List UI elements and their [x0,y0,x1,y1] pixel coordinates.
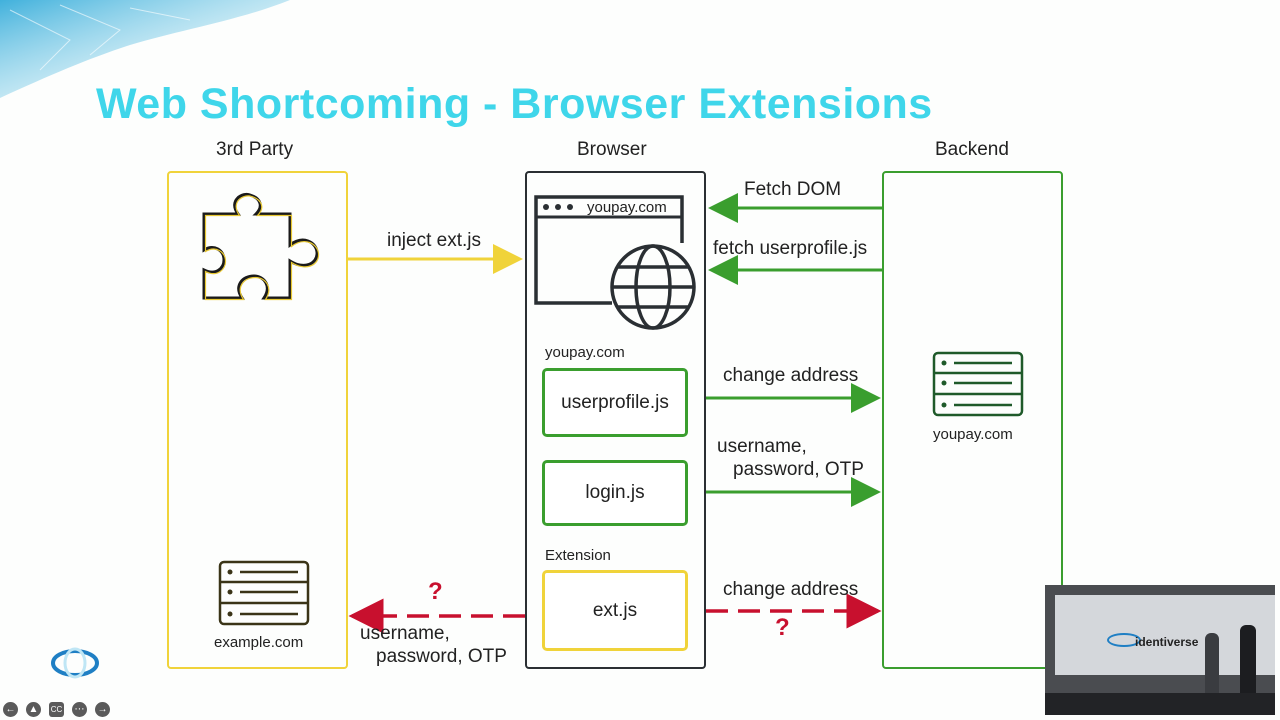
more-options-icon[interactable]: ⋯ [72,702,87,717]
audience-row [1045,693,1275,715]
browser-window-icon [534,195,696,330]
previous-icon[interactable]: ← [3,702,18,717]
conference-logo-icon [51,647,99,679]
change-address-label: change address [723,365,859,386]
pointer-icon[interactable]: ▲ [26,702,41,717]
browser-window-url: youpay.com [587,199,667,216]
server-icon [932,351,1024,417]
column-header-third-party: 3rd Party [216,139,294,160]
site-section-label: youpay.com [545,344,625,361]
unknown-mark: ? [775,614,790,641]
speaker-figure [1205,633,1219,693]
video-banner-logo [1107,633,1141,647]
credentials-label-line2: password, OTP [733,459,864,480]
third-party-server-label: example.com [214,634,304,651]
speaker-figure [1240,625,1256,695]
ext-change-address-label: change address [723,579,859,600]
third-party-panel [167,171,348,669]
backend-server-label: youpay.com [933,426,1013,443]
fetch-dom-label: Fetch DOM [744,179,842,200]
login-script-box: login.js [542,460,688,526]
next-icon[interactable]: → [95,702,110,717]
puzzle-piece-icon [202,192,320,301]
ext-credentials-label-line2: password, OTP [376,646,507,667]
server-icon [218,560,310,626]
extension-section-label: Extension [545,547,611,564]
backend-panel [882,171,1063,669]
ext-credentials-label-line1: username, [360,623,450,644]
column-header-backend: Backend [935,139,1009,160]
video-banner-text: identiverse [1135,635,1199,649]
column-header-browser: Browser [577,139,647,160]
extension-script-box: ext.js [542,570,688,651]
captions-icon[interactable]: CC [49,702,64,717]
userprofile-script-box: userprofile.js [542,368,688,437]
speaker-video: identiverse [1045,585,1275,715]
browser-panel [525,171,706,669]
unknown-mark: ? [428,578,443,605]
inject-label: inject ext.js [387,230,481,251]
slide-title: Web Shortcoming - Browser Extensions [96,80,933,128]
globe-icon [610,244,696,330]
corner-decoration [0,0,290,98]
fetch-userprofile-label: fetch userprofile.js [713,238,868,259]
credentials-label-line1: username, [717,436,807,457]
stage-backdrop [1055,595,1275,675]
